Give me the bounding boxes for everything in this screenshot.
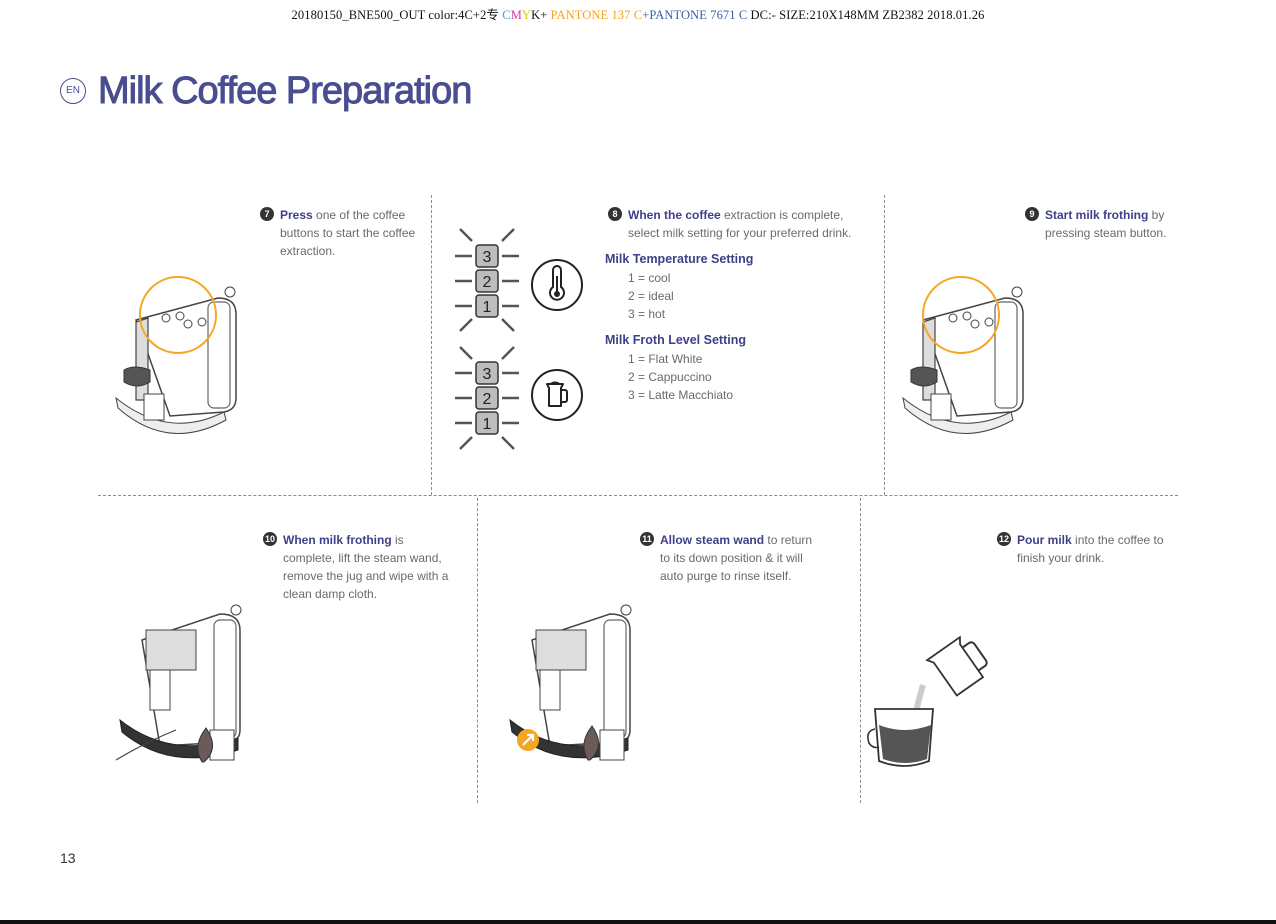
step-bold: When milk frothing bbox=[283, 533, 392, 547]
froth-level-buttons: 3 2 1 bbox=[455, 346, 519, 450]
step-12: 12 Pour milk into the coffee to finish y… bbox=[997, 531, 1167, 567]
print-info-line: 20180150_BNE500_OUT color:4C+2专 CMYK+ PA… bbox=[291, 8, 985, 22]
step-bold: Pour milk bbox=[1017, 533, 1072, 547]
step-body: to return to its down position & it will… bbox=[660, 533, 813, 583]
arrow-up-right-icon bbox=[517, 729, 539, 751]
step-bold: Allow steam wand bbox=[660, 533, 765, 547]
level-label: 1 bbox=[483, 299, 492, 316]
step-body: by pressing steam button. bbox=[1045, 208, 1167, 240]
divider-v3 bbox=[477, 498, 478, 803]
pour-milk-illustration bbox=[867, 635, 988, 767]
language-badge: EN bbox=[60, 78, 86, 104]
step-body: is complete, lift the steam wand, remove… bbox=[283, 533, 449, 601]
divider-v1 bbox=[431, 195, 432, 495]
temperature-option: 1 = cool bbox=[628, 271, 671, 285]
froth-heading: Milk Froth Level Setting bbox=[605, 333, 746, 347]
temperature-heading: Milk Temperature Setting bbox=[605, 252, 754, 266]
step-number: 9 bbox=[1025, 207, 1039, 221]
machine-illustration-step11 bbox=[509, 604, 632, 761]
step-body: extraction is complete, select milk sett… bbox=[628, 208, 852, 240]
step-bold: Press bbox=[280, 208, 313, 222]
page-title: Milk Coffee Preparation bbox=[97, 70, 472, 113]
step-number: 12 bbox=[997, 532, 1011, 546]
step-9: 9 Start milk frothing by pressing steam … bbox=[1025, 206, 1180, 242]
step-number: 11 bbox=[640, 532, 654, 546]
froth-option: 1 = Flat White bbox=[628, 352, 703, 366]
step-bold: Start milk frothing bbox=[1045, 208, 1149, 222]
level-label: 3 bbox=[483, 366, 492, 383]
froth-option: 3 = Latte Macchiato bbox=[628, 388, 734, 402]
step-number: 10 bbox=[263, 532, 277, 546]
temperature-level-buttons: 3 2 1 bbox=[455, 228, 519, 332]
level-label: 2 bbox=[483, 274, 492, 291]
machine-illustration-step10 bbox=[115, 604, 242, 763]
level-label: 1 bbox=[483, 416, 492, 433]
temperature-option: 3 = hot bbox=[628, 307, 666, 321]
level-label: 2 bbox=[483, 391, 492, 408]
step-number: 8 bbox=[608, 207, 622, 221]
step-body: into the coffee to finish your drink. bbox=[1017, 533, 1164, 565]
thermometer-icon bbox=[531, 259, 583, 311]
step-11: 11 Allow steam wand to return to its dow… bbox=[640, 531, 825, 585]
step-body: one of the coffee buttons to start the c… bbox=[280, 208, 416, 258]
temperature-option: 2 = ideal bbox=[628, 289, 674, 303]
step-8: 8 When the coffee extraction is complete… bbox=[608, 206, 868, 242]
divider-v4 bbox=[860, 498, 861, 803]
page-number: 13 bbox=[60, 850, 76, 866]
machine-illustration-step9 bbox=[902, 276, 1024, 434]
divider-v2 bbox=[884, 195, 885, 495]
level-label: 3 bbox=[483, 249, 492, 266]
step-bold: When the coffee bbox=[628, 208, 721, 222]
froth-option: 2 = Cappuccino bbox=[628, 370, 712, 384]
milk-jug-icon bbox=[531, 369, 583, 421]
step-7: 7 Press one of the coffee buttons to sta… bbox=[260, 206, 425, 260]
bottom-rule bbox=[0, 920, 1276, 924]
step-10: 10 When milk frothing is complete, lift … bbox=[263, 531, 453, 603]
machine-illustration-step7 bbox=[115, 276, 237, 434]
step-number: 7 bbox=[260, 207, 274, 221]
divider-h bbox=[98, 495, 1178, 496]
